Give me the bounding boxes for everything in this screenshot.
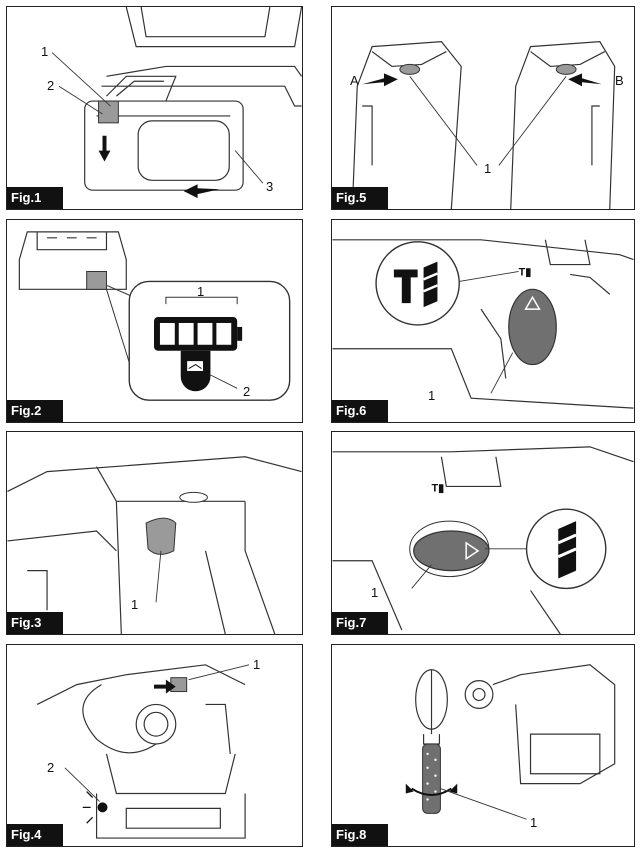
figure-1-panel: 1 2 3 Fig.1	[6, 6, 303, 210]
figure-label: Fig.7	[332, 612, 388, 634]
rotate-arrow-icon	[449, 783, 458, 794]
push-arrow-icon	[154, 679, 176, 694]
reversing-switch-illustration	[351, 41, 616, 209]
figure-label: Fig.6	[332, 400, 388, 422]
figure-label: Fig.8	[332, 824, 388, 846]
figure-4-panel: 1 2 Fig.4	[6, 644, 303, 847]
figure-label: Fig.5	[332, 187, 388, 209]
figure-label: Fig.1	[7, 187, 63, 209]
figure-label: Fig.3	[7, 612, 63, 634]
callout-a: A	[350, 73, 359, 88]
callout-1: 1	[428, 388, 436, 403]
side-grip-illustration	[405, 664, 616, 820]
hammer-drill-mode-icon	[393, 261, 438, 308]
figure-6-panel: T▮ 1 Fig.6	[331, 219, 635, 423]
push-arrow-icon	[568, 73, 602, 87]
lamp-and-release-illustration	[36, 664, 250, 839]
push-arrow-icon	[362, 73, 398, 87]
figure-label: Fig.4	[7, 824, 63, 846]
callout-1: 1	[197, 284, 205, 299]
battery-indicator-icon	[154, 317, 243, 351]
battery-warning-icon	[180, 350, 211, 392]
battery-indicator-illustration	[18, 231, 291, 401]
callout-1: 1	[253, 657, 261, 672]
callout-b: B	[615, 73, 624, 88]
callout-2: 2	[47, 760, 55, 775]
rotate-arrow-icon	[405, 783, 414, 794]
battery-removal-illustration	[51, 7, 302, 199]
mode-selector-hammer-illustration: T▮	[332, 239, 634, 409]
figure-2-panel: 1 2 Fig.2	[6, 219, 303, 423]
figure-label: Fig.2	[7, 400, 63, 422]
callout-1: 1	[530, 815, 538, 830]
switch-trigger-illustration	[7, 456, 302, 634]
figure-5-panel: A B 1 Fig.5	[331, 6, 635, 210]
figure-3-panel: 1 Fig.3	[6, 431, 303, 635]
callout-2: 2	[47, 78, 55, 93]
slide-arrow-icon	[183, 184, 220, 199]
drill-only-mode-icon	[557, 521, 577, 579]
callout-2: 2	[243, 384, 251, 399]
callout-1: 1	[41, 44, 49, 59]
callout-3: 3	[266, 179, 274, 194]
mode-selector-drill-illustration: T▮	[332, 446, 634, 634]
svg-text:T▮: T▮	[432, 482, 445, 494]
callout-1: 1	[131, 597, 139, 612]
callout-1: 1	[371, 585, 379, 600]
callout-1: 1	[484, 161, 492, 176]
figure-8-panel: 1 Fig.8	[331, 644, 635, 847]
figure-7-panel: T▮ 1 Fig.7	[331, 431, 635, 635]
push-arrow-icon	[98, 135, 111, 162]
svg-text:T▮: T▮	[519, 266, 532, 278]
